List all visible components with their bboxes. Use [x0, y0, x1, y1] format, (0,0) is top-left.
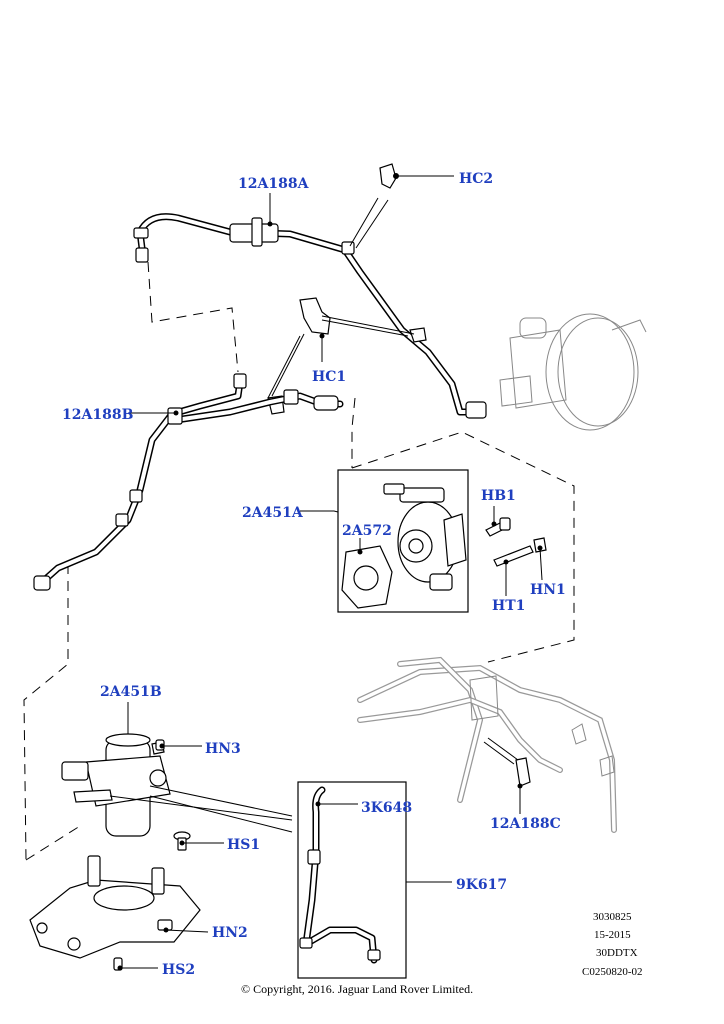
- pump-bracket: [29, 855, 201, 959]
- pump-2A451A-box: [337, 469, 469, 613]
- engine-harness-ghost: [357, 656, 617, 833]
- label-9K617: 9K617: [456, 877, 507, 893]
- hose-12A188C-icon: [515, 757, 531, 787]
- label-HS1: HS1: [227, 837, 260, 853]
- pump-2A451B: [61, 733, 171, 837]
- label-HT1: HT1: [492, 598, 525, 614]
- label-12A188C: 12A188C: [490, 816, 561, 832]
- brake-booster-ghost: [499, 313, 647, 431]
- copyright-notice: © Copyright, 2016. Jaguar Land Rover Lim…: [241, 982, 473, 996]
- label-12A188A: 12A188A: [238, 176, 310, 192]
- label-HS2: HS2: [162, 962, 195, 978]
- hose-12A188A: [133, 213, 487, 419]
- clip-hc2-icon: [379, 163, 399, 189]
- hose-12A188B: [33, 373, 344, 591]
- label-2A451A: 2A451A: [242, 505, 304, 521]
- ref-code-2: 15-2015: [594, 929, 631, 941]
- hose-9K617-box: [297, 781, 407, 979]
- ref-code-4: C0250820-02: [582, 966, 643, 978]
- label-HB1: HB1: [481, 488, 516, 504]
- dashed-guide-lines: [23, 261, 575, 861]
- stud-ht1-icon: [493, 545, 534, 567]
- label-HC2: HC2: [459, 171, 493, 187]
- ref-code-3: 30DDTX: [596, 947, 638, 959]
- ref-code-1: 3030825: [593, 911, 632, 923]
- label-HN1: HN1: [530, 582, 566, 598]
- label-HN3: HN3: [205, 741, 241, 757]
- label-12A188B: 12A188B: [62, 407, 134, 423]
- bolt-hb1-icon: [485, 517, 511, 537]
- nut-hn1-icon: [533, 537, 547, 553]
- label-HC1: HC1: [312, 369, 346, 385]
- label-2A572: 2A572: [342, 523, 392, 539]
- leader-lines: [109, 175, 543, 971]
- label-3K648: 3K648: [361, 800, 412, 816]
- label-2A451B: 2A451B: [100, 684, 162, 700]
- label-HN2: HN2: [212, 925, 248, 941]
